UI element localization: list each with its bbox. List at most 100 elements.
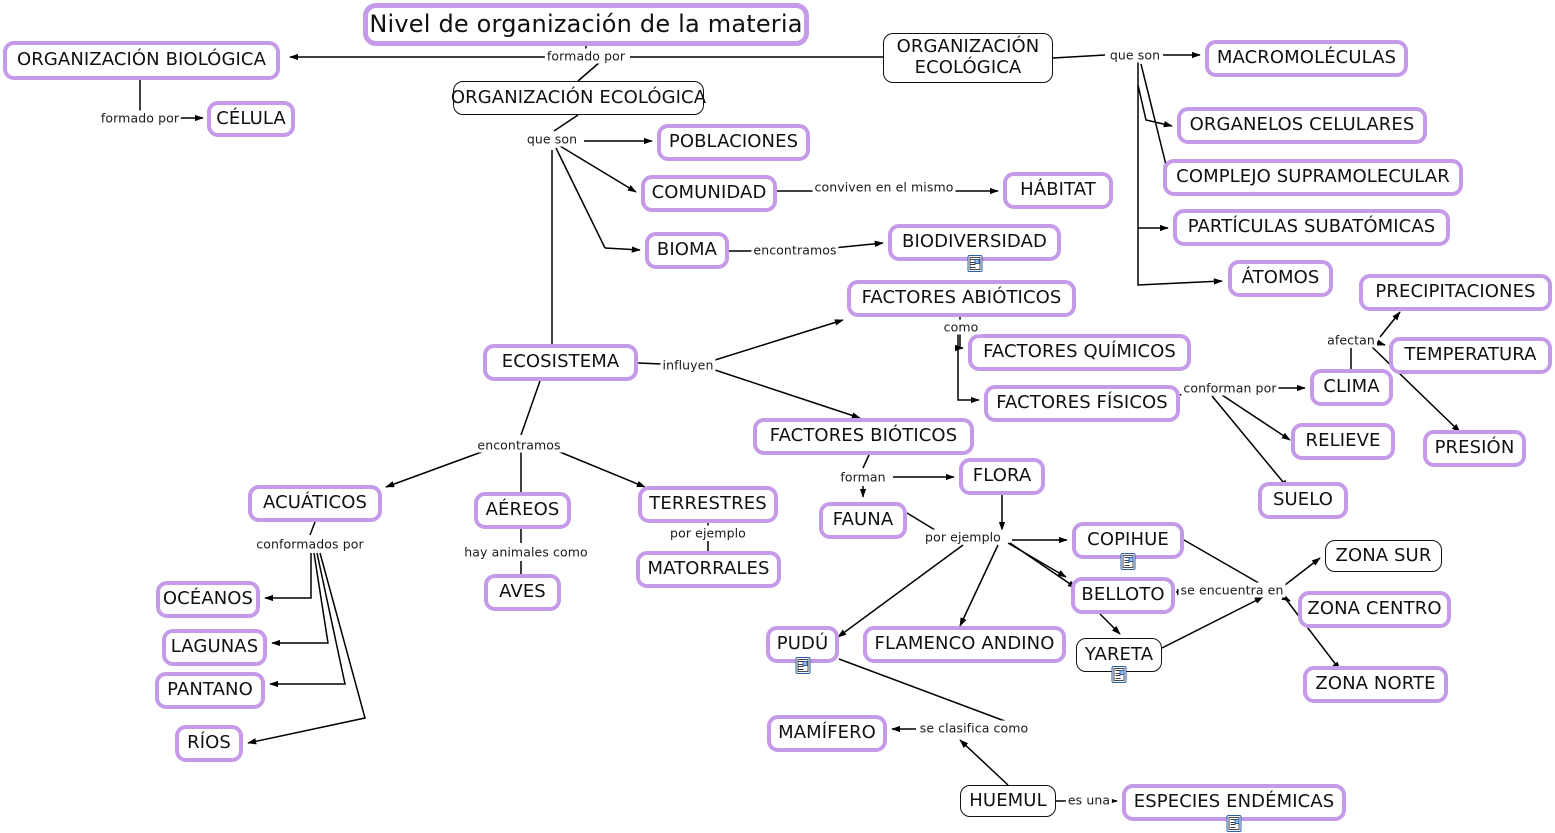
node-habitat[interactable]: HÁBITAT — [1003, 172, 1113, 209]
node-temperatura[interactable]: TEMPERATURA — [1389, 337, 1552, 374]
edge-label-lbl_se_clasifica[interactable]: se clasifica como — [917, 720, 1031, 736]
edge-label-lbl_como[interactable]: como — [941, 319, 981, 335]
edge-pudu-seclasifica — [838, 658, 1011, 724]
edge-label-lbl_se_encuentra_en[interactable]: se encuentra en — [1178, 582, 1286, 598]
edge-ecosistema-encontramos — [520, 380, 541, 436]
node-atomos[interactable]: ÁTOMOS — [1228, 260, 1333, 297]
node-copihue[interactable]: COPIHUE — [1072, 522, 1184, 559]
node-org_biologica[interactable]: ORGANIZACIÓN BIOLÓGICA — [3, 41, 280, 80]
node-acuaticos[interactable]: ACUÁTICOS — [248, 485, 382, 522]
edge-label-lbl_forman[interactable]: forman — [838, 469, 888, 485]
edge-conformanpor-relieve — [1221, 394, 1291, 441]
edge-label-lbl_que_son_center[interactable]: que son — [524, 131, 580, 147]
edge-conformadospor-pantano — [269, 552, 346, 688]
node-organelos[interactable]: ORGANELOS CELULARES — [1177, 107, 1427, 144]
edge-belloto-yareta — [1099, 613, 1121, 635]
edge-label-lbl_afectan[interactable]: afectan — [1325, 332, 1377, 348]
node-clima[interactable]: CLIMA — [1310, 369, 1393, 406]
node-complejo[interactable]: COMPLEJO SUPRAMOLECULAR — [1163, 159, 1463, 196]
node-f_fisicos[interactable]: FACTORES FÍSICOS — [984, 385, 1180, 422]
edge-orgecologicac-quesonc — [553, 114, 579, 132]
node-matorrales[interactable]: MATORRALES — [636, 551, 781, 588]
node-precipitaciones[interactable]: PRECIPITACIONES — [1359, 274, 1552, 311]
edge-afectan-precipitaciones — [1379, 311, 1401, 338]
node-comunidad[interactable]: COMUNIDAD — [641, 175, 777, 212]
edge-label-lbl_conformados_por[interactable]: conformados por — [254, 536, 366, 552]
edge-orgecologicar-quesonr — [1052, 54, 1106, 59]
edge-label-lbl_por_ejemplo_terr[interactable]: por ejemplo — [668, 525, 748, 541]
node-flamenco[interactable]: FLAMENCO ANDINO — [863, 626, 1066, 663]
edge-label-lbl_formado_por_left[interactable]: formado por — [98, 110, 182, 126]
edge-porejemplo-belloto — [1009, 542, 1077, 589]
node-relieve[interactable]: RELIEVE — [1291, 423, 1395, 460]
node-ecosistema[interactable]: ECOSISTEMA — [483, 344, 638, 381]
edge-influyen-fbioticos — [714, 369, 861, 419]
resource-note-icon[interactable] — [967, 255, 982, 272]
edge-porejemplo-pudu — [837, 544, 964, 638]
edge-encontramos-terrestres — [554, 449, 646, 488]
node-mamifero[interactable]: MAMÍFERO — [767, 715, 887, 752]
resource-note-icon[interactable] — [1111, 666, 1127, 683]
node-belloto[interactable]: BELLOTO — [1071, 577, 1175, 614]
node-terrestres[interactable]: TERRESTRES — [638, 486, 778, 523]
node-aereos[interactable]: AÉREOS — [474, 492, 571, 529]
edge-acuaticos-conformadospor — [309, 521, 316, 536]
edge-label-lbl_encontramos_bio[interactable]: encontramos — [751, 242, 839, 258]
edge-yareta-seencuentra — [1161, 596, 1264, 649]
edge-huemul-seclasifica — [959, 739, 1009, 786]
node-pantano[interactable]: PANTANO — [155, 672, 265, 709]
node-f_quimicos[interactable]: FACTORES QUÍMICOS — [968, 334, 1191, 371]
node-macromoleculas[interactable]: MACROMOLÉCULAS — [1205, 40, 1408, 77]
node-fauna[interactable]: FAUNA — [819, 502, 907, 539]
edge-fbioticos-forman — [862, 454, 870, 469]
node-aves[interactable]: AVES — [484, 574, 561, 611]
edge-queson-bioma-b — [604, 246, 641, 253]
node-presion[interactable]: PRESIÓN — [1423, 430, 1526, 467]
node-zona_norte[interactable]: ZONA NORTE — [1303, 666, 1448, 703]
edge-label-lbl_que_son_right[interactable]: que son — [1107, 47, 1163, 63]
node-particulas[interactable]: PARTÍCULAS SUBATÓMICAS — [1173, 209, 1450, 246]
edge-label-lbl_influyen[interactable]: influyen — [660, 357, 716, 373]
edge-queson-organelos — [1137, 84, 1173, 128]
edge-label-lbl_conforman_por[interactable]: conforman por — [1181, 380, 1279, 396]
edge-label-lbl_es_una[interactable]: es una — [1065, 792, 1113, 808]
node-zona_sur[interactable]: ZONA SUR — [1325, 540, 1442, 572]
edge-label-lbl_encontramos_eco[interactable]: encontramos — [475, 437, 563, 453]
edge-label-lbl_formado_por_top[interactable]: formado por — [544, 48, 628, 64]
edge-ecosistema-influyen — [637, 362, 663, 365]
edge-conformadospor-oceanos — [264, 553, 312, 602]
edge-queson-bioma-a — [555, 147, 606, 249]
node-celula[interactable]: CÉLULA — [207, 101, 295, 137]
node-rios[interactable]: RÍOS — [175, 725, 243, 762]
node-poblaciones[interactable]: POBLACIONES — [657, 124, 810, 161]
edge-label-lbl_hay_animales[interactable]: hay animales como — [462, 544, 590, 560]
edge-porejemplo-flamenco — [959, 544, 999, 627]
node-yareta[interactable]: YARETA — [1076, 638, 1162, 672]
resource-note-icon[interactable] — [1120, 553, 1136, 570]
node-bioma[interactable]: BIOMA — [645, 232, 729, 269]
edge-queson-complejo — [1140, 63, 1170, 174]
edge-label-lbl_conviven[interactable]: conviven en el mismo — [812, 179, 956, 195]
edge-label-lbl_por_ejemplo_flora[interactable]: por ejemplo — [923, 529, 1003, 545]
edge-conformadospor-lagunas — [271, 552, 329, 647]
node-org_ecologica_c[interactable]: ORGANIZACIÓN ECOLÓGICA — [451, 81, 706, 115]
node-zona_centro[interactable]: ZONA CENTRO — [1298, 591, 1451, 628]
node-f_abioticos[interactable]: FACTORES ABIÓTICOS — [847, 280, 1076, 317]
edge-conformanpor-suelo — [1211, 395, 1289, 489]
node-oceanos[interactable]: OCÉANOS — [156, 581, 260, 618]
resource-note-icon[interactable] — [795, 657, 810, 674]
node-org_ecologica_r[interactable]: ORGANIZACIÓN ECOLÓGICA — [883, 33, 1053, 83]
node-suelo[interactable]: SUELO — [1258, 482, 1348, 519]
node-flora[interactable]: FLORA — [959, 458, 1045, 495]
node-lagunas[interactable]: LAGUNAS — [162, 629, 267, 666]
edge-queson-comunidad — [559, 145, 637, 193]
node-f_bioticos[interactable]: FACTORES BIÓTICOS — [753, 418, 974, 455]
node-huemul[interactable]: HUEMUL — [960, 785, 1056, 817]
edge-porejemplo-belloto2 — [1007, 542, 1067, 578]
edge-formadopor-orgecologica-center — [577, 61, 601, 82]
resource-note-icon[interactable] — [1226, 815, 1242, 832]
edge-influyen-fabioticos — [714, 319, 844, 361]
node-titulo[interactable]: Nivel de organización de la materia — [363, 3, 809, 46]
edge-encontramos-acuaticos — [385, 449, 488, 488]
